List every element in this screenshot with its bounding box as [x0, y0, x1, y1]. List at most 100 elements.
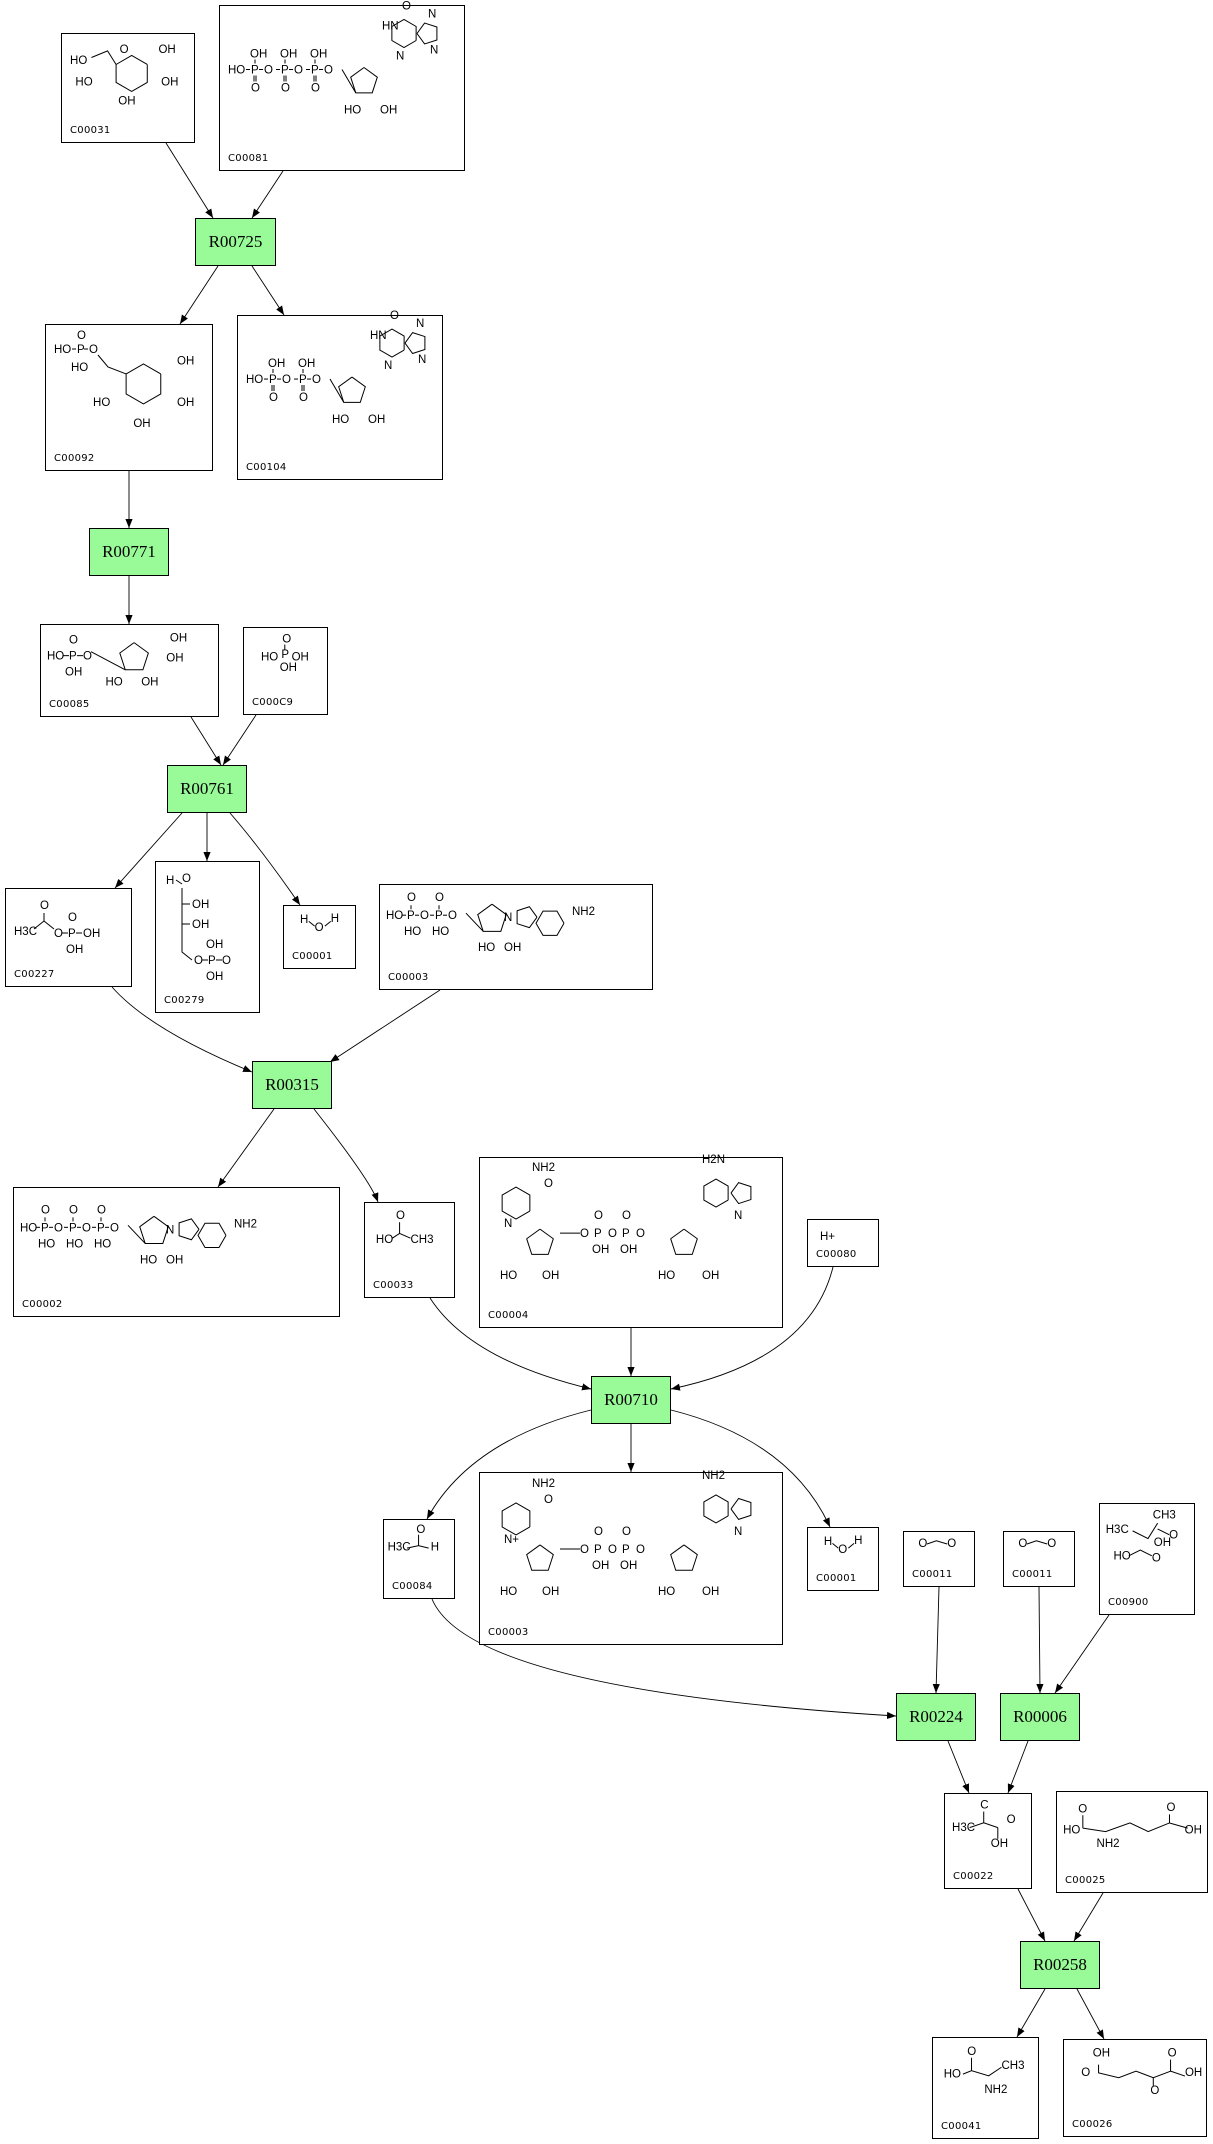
reaction-node-r00761[interactable]: R00761 — [167, 765, 247, 813]
atom-label: O — [69, 635, 78, 647]
compound-id-label: C00011 — [912, 1569, 953, 1580]
atom-label: P — [77, 344, 85, 356]
edge-c00025-to-R00258 — [1073, 1892, 1104, 1942]
reaction-node-r00315[interactable]: R00315 — [252, 1061, 332, 1109]
atom-label: O — [420, 910, 429, 922]
reaction-node-r00725[interactable]: R00725 — [195, 218, 276, 266]
atom-label: HO — [66, 1238, 83, 1250]
atom-label: HO — [38, 1238, 55, 1250]
reaction-node-r00771[interactable]: R00771 — [89, 528, 169, 576]
atom-label: O — [1152, 1553, 1161, 1565]
atom-label: OH — [268, 358, 285, 370]
reaction-label: R00258 — [1033, 1955, 1087, 1974]
edge-R00258-to-c00041 — [1016, 1988, 1046, 2038]
atom-label: O — [311, 83, 320, 95]
atom-label: OH — [65, 667, 82, 679]
atom-label: NH2 — [1097, 1838, 1120, 1850]
compound-id-label: C00002 — [22, 1299, 63, 1310]
atom-label: H — [824, 1536, 832, 1548]
reaction-label: R00761 — [180, 779, 234, 798]
atom-label: O — [312, 374, 321, 386]
atom-label: HO — [228, 65, 245, 77]
atom-label: OH — [504, 942, 521, 954]
compound-id-label: C00026 — [1072, 2119, 1113, 2130]
atom-label: O — [622, 1210, 631, 1222]
atom-label: HO — [47, 651, 64, 663]
edge-R00315-to-c00033 — [313, 1108, 379, 1203]
structure-drawing-proton: H+ — [820, 1231, 835, 1243]
atom-label: HO — [71, 362, 88, 374]
atom-label: N — [384, 360, 392, 372]
atom-label: OH — [1093, 2047, 1110, 2059]
atom-label: OH — [292, 651, 309, 663]
atom-label: P — [622, 1228, 630, 1240]
atom-label: O — [222, 955, 231, 967]
atom-label: H3C — [1106, 1524, 1129, 1536]
reaction-node-r00224[interactable]: R00224 — [896, 1693, 976, 1741]
atom-label: OH — [702, 1270, 719, 1282]
reaction-node-r00258[interactable]: R00258 — [1020, 1941, 1100, 1989]
compound-node-c00080[interactable]: H+ C00080 — [807, 1219, 879, 1267]
atom-label: HO — [500, 1270, 517, 1282]
atom-label: H — [300, 914, 308, 926]
atom-label: O — [544, 1178, 553, 1190]
atom-label: OH — [166, 653, 183, 665]
atom-label: P — [251, 65, 259, 77]
reaction-node-r00710[interactable]: R00710 — [591, 1376, 671, 1424]
atom-label: OH — [250, 49, 267, 61]
edge-R00315-to-c00002 — [217, 1108, 275, 1188]
atom-label: HO — [94, 1238, 111, 1250]
atom-label: P — [68, 928, 76, 940]
atom-label: CH3 — [1001, 2060, 1024, 2072]
atom-label: OH — [66, 944, 83, 956]
atom-label: O — [1168, 2047, 1177, 2059]
atom-label: OH — [620, 1560, 637, 1572]
atom-label: O — [1078, 1804, 1087, 1816]
atom-label: O — [41, 1204, 50, 1216]
atom-label: O — [264, 65, 273, 77]
atom-label: H+ — [820, 1231, 835, 1243]
atom-label: O — [282, 633, 291, 645]
atom-label: HO — [20, 1222, 37, 1234]
compound-id-label: C00080 — [816, 1249, 857, 1260]
atom-label: O — [608, 1228, 617, 1240]
atom-label: HO — [70, 55, 87, 67]
atom-label: O — [636, 1544, 645, 1556]
compound-id-label: C00031 — [70, 125, 111, 136]
reaction-node-r00006[interactable]: R00006 — [1000, 1693, 1080, 1741]
atom-label: NH2 — [532, 1162, 555, 1174]
atom-label: HO — [1063, 1824, 1080, 1836]
atom-label: P — [69, 1222, 77, 1234]
atom-label: O — [838, 1544, 847, 1556]
edge-R00761-to-c00227 — [114, 812, 183, 889]
